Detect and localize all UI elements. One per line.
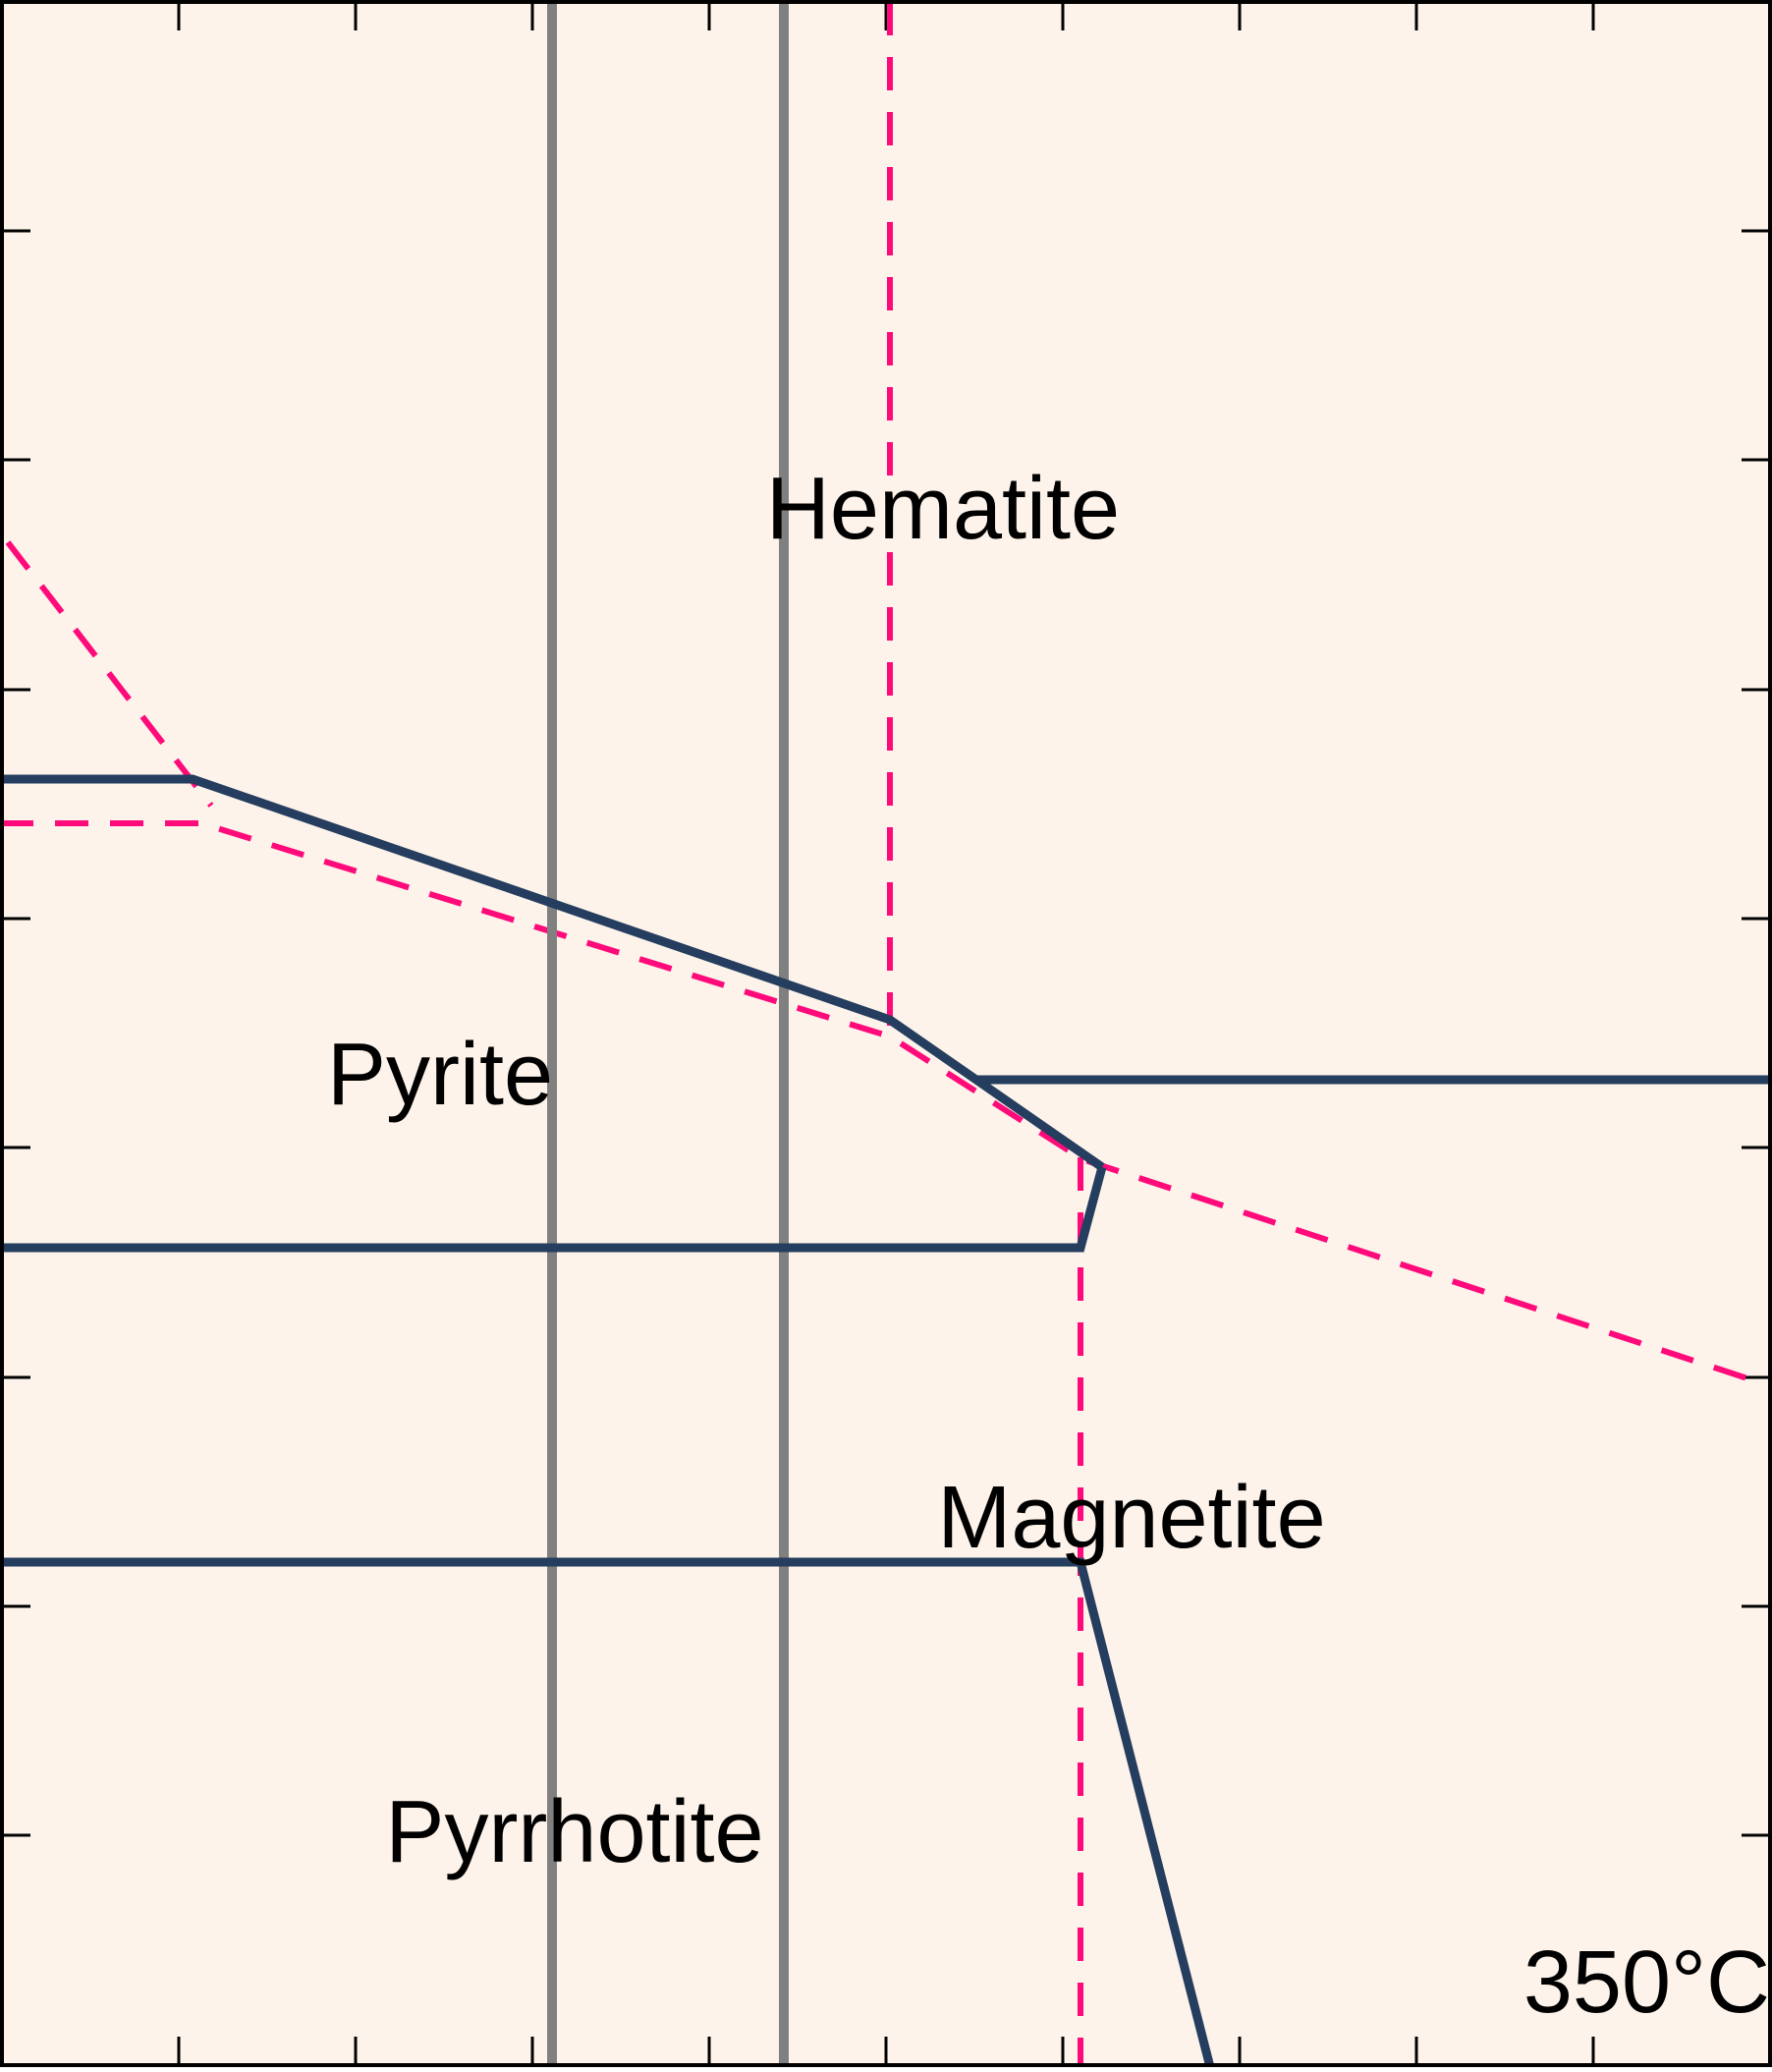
boundary-pyrrhotite-magnetite xyxy=(0,1557,1215,2069)
field-label-hematite: Hematite xyxy=(766,460,1120,558)
dashed-boundary-pyrite-hematite xyxy=(0,820,1754,1383)
field-label-pyrrhotite: Pyrrhotite xyxy=(385,1783,763,1881)
phase-boundaries xyxy=(0,774,1772,2069)
dashed-boundary-upper-left xyxy=(5,540,214,808)
vertical-markers xyxy=(547,0,789,2067)
temperature-annotation: 350°C xyxy=(1523,1933,1770,2032)
boundary-pyrite-hematite xyxy=(0,774,1105,1171)
boundary-pyrite-magnetite xyxy=(0,1165,1107,1253)
field-label-pyrite: Pyrite xyxy=(327,1026,553,1124)
field-label-magnetite: Magnetite xyxy=(937,1469,1325,1567)
